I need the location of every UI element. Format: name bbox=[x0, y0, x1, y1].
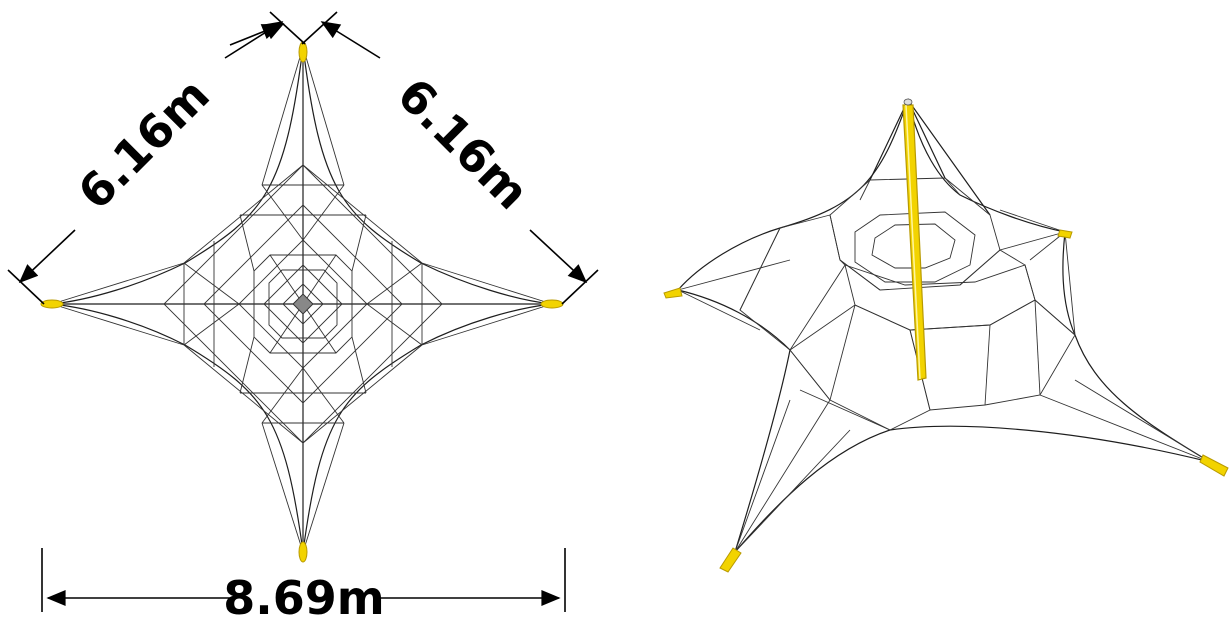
perspective-anchors bbox=[663, 229, 1229, 573]
dimension-label-base: 8.69m bbox=[223, 571, 384, 617]
perspective-center-post bbox=[902, 98, 927, 381]
dimension-base bbox=[41, 548, 566, 612]
dimension-label-top-left: 6.16m bbox=[68, 68, 220, 220]
top-view-net bbox=[51, 46, 553, 553]
dimension-label-top-right: 6.16m bbox=[387, 68, 539, 220]
dimension-left-diagonal bbox=[7, 11, 306, 305]
dimension-right-diagonal bbox=[301, 11, 599, 305]
perspective-view-net bbox=[676, 97, 1211, 553]
